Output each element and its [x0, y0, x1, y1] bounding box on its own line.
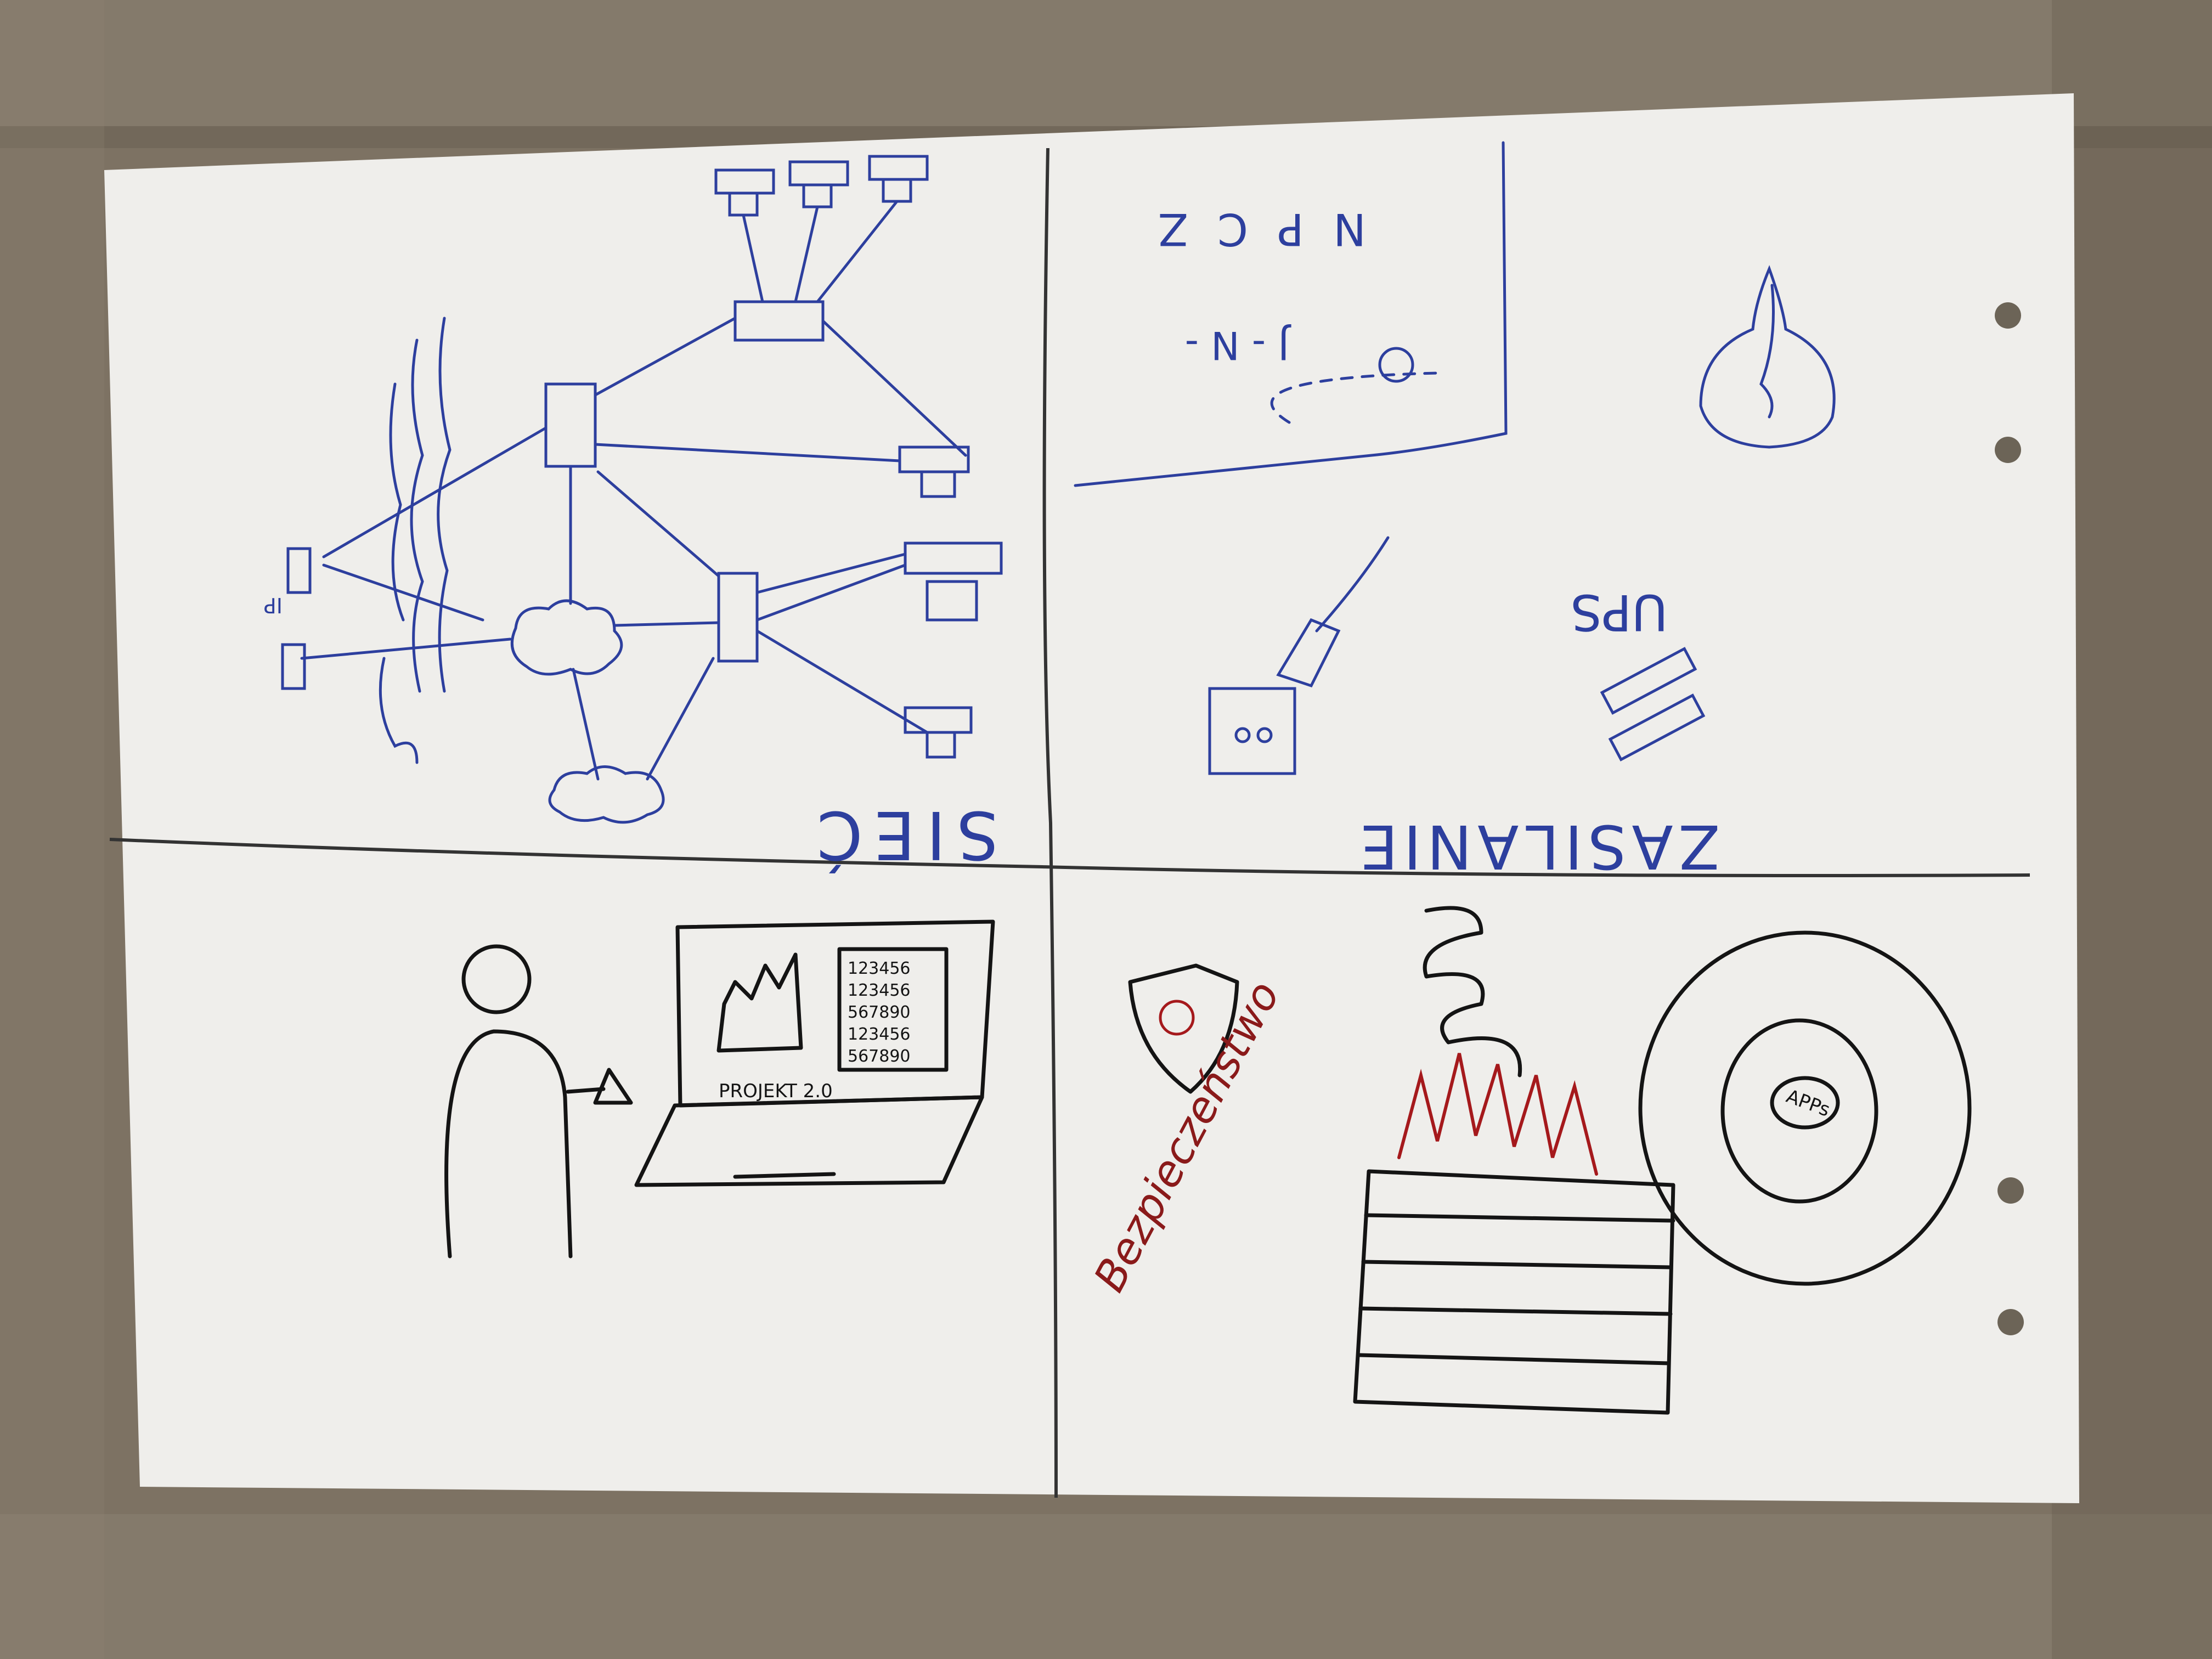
battery-icon: [1600, 647, 1697, 715]
lightbulb-icon: [1699, 265, 1836, 449]
lan-legend-text: N P C Z: [1150, 204, 1366, 255]
binder-hole: [1997, 1309, 2024, 1335]
wave-line: [379, 657, 419, 764]
screen-number: 123456: [848, 959, 911, 978]
floor-plank: [0, 1514, 2212, 1659]
person-body: [444, 1029, 573, 1259]
screen-number: 567890: [848, 1047, 911, 1066]
ups-label: UPS: [1571, 583, 1668, 641]
screen-number: 123456: [848, 1025, 911, 1044]
numbers-panel: [837, 947, 949, 1072]
binder-hole: [1995, 437, 2021, 463]
computer-icon: [926, 580, 978, 622]
brick-rows: [1357, 1213, 1675, 1365]
computer-icon: [926, 731, 956, 759]
screen-numbers: 123456 123456 567890 123456 567890: [848, 959, 911, 1066]
network-title: SIEĆ: [806, 796, 998, 873]
person-head: [461, 944, 532, 1014]
ip-phone-icon: [286, 547, 312, 594]
chart-icon: [716, 952, 803, 1053]
smoke-scribble: [1423, 906, 1522, 1077]
flipchart-paper: [104, 93, 2079, 1503]
power-drawing: [1074, 141, 1836, 775]
wave-line: [389, 382, 405, 622]
switch-box-right: [717, 572, 759, 663]
project-drawing: [444, 919, 995, 1259]
project-label: PROJEKT 2.0: [719, 1080, 833, 1102]
wave-line: [410, 338, 424, 693]
firewall-flames: [1397, 1053, 1598, 1176]
warning-icon: [593, 1068, 633, 1105]
power-plug-icon: [1276, 536, 1390, 688]
binder-hole: [1995, 302, 2021, 329]
laptop-spacebar: [733, 1172, 836, 1179]
ip-label: IP: [264, 593, 283, 617]
flame-icon: [1397, 1053, 1598, 1176]
vertical-divider: [1042, 148, 1058, 1498]
laptop-keyboard: [634, 1095, 984, 1187]
cloud-icon: [548, 765, 665, 824]
legend-symbol: [1378, 347, 1414, 383]
power-socket-icon: [1208, 687, 1296, 775]
screen-number: 123456: [848, 981, 911, 1000]
power-title: ZASILANIE: [1355, 811, 1720, 882]
shield-icon: [1128, 963, 1239, 1094]
socket-hole: [1256, 727, 1273, 743]
target-ring-outer: [1638, 930, 1972, 1286]
floor-plank: [0, 0, 104, 1659]
computer-icon: [904, 541, 1003, 575]
computer-icon: [920, 470, 956, 498]
legend-box: [1074, 141, 1508, 487]
ip-phone-icon: [281, 643, 306, 690]
person-arm: [566, 1087, 606, 1094]
target-ring-inner: [1720, 1018, 1878, 1204]
binder-hole: [1997, 1177, 2024, 1204]
security-drawing: [1128, 906, 1972, 1415]
battery-icon: [1608, 693, 1706, 761]
lan-legend-subtext: J - N -: [1185, 323, 1291, 368]
cloud-icon: [510, 599, 623, 676]
wave-line: [437, 317, 452, 693]
brick-wall: [1353, 1169, 1675, 1415]
horizontal-divider: [109, 838, 2030, 877]
binder-holes: [1995, 302, 2024, 1335]
network-drawing: [281, 155, 1003, 824]
screen-number: 567890: [848, 1003, 911, 1022]
lightbulb-filament: [1759, 284, 1775, 419]
quadrant-dividers: [109, 148, 2030, 1498]
target-center: [1770, 1076, 1840, 1130]
socket-hole: [1234, 727, 1251, 743]
security-s-icon: [1159, 1000, 1195, 1036]
